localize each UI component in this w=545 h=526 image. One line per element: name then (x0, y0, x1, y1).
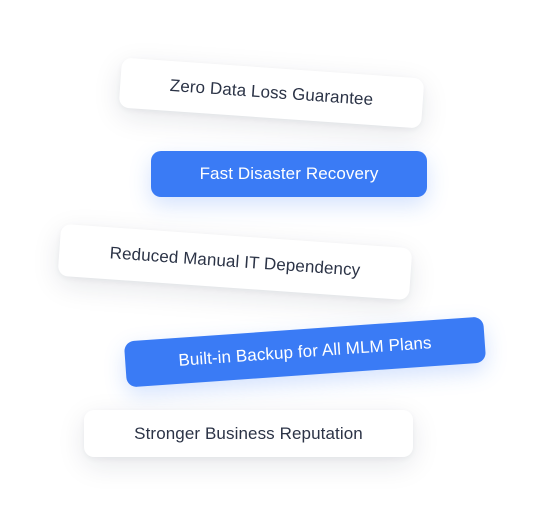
feature-pill-label: Built-in Backup for All MLM Plans (177, 333, 433, 370)
feature-pill-label: Fast Disaster Recovery (199, 164, 379, 183)
feature-pill-built-in-backup: Built-in Backup for All MLM Plans (123, 316, 487, 388)
feature-pill-reduced-it-dependency: Reduced Manual IT Dependency (57, 223, 413, 301)
feature-pill-label: Zero Data Loss Guarantee (169, 75, 374, 110)
feature-pill-label: Stronger Business Reputation (134, 423, 363, 443)
feature-pill-fast-disaster-recovery: Fast Disaster Recovery (151, 151, 427, 197)
feature-pill-zero-data-loss: Zero Data Loss Guarantee (118, 57, 425, 129)
feature-pill-business-reputation: Stronger Business Reputation (84, 410, 413, 457)
feature-pill-label: Reduced Manual IT Dependency (109, 243, 361, 280)
